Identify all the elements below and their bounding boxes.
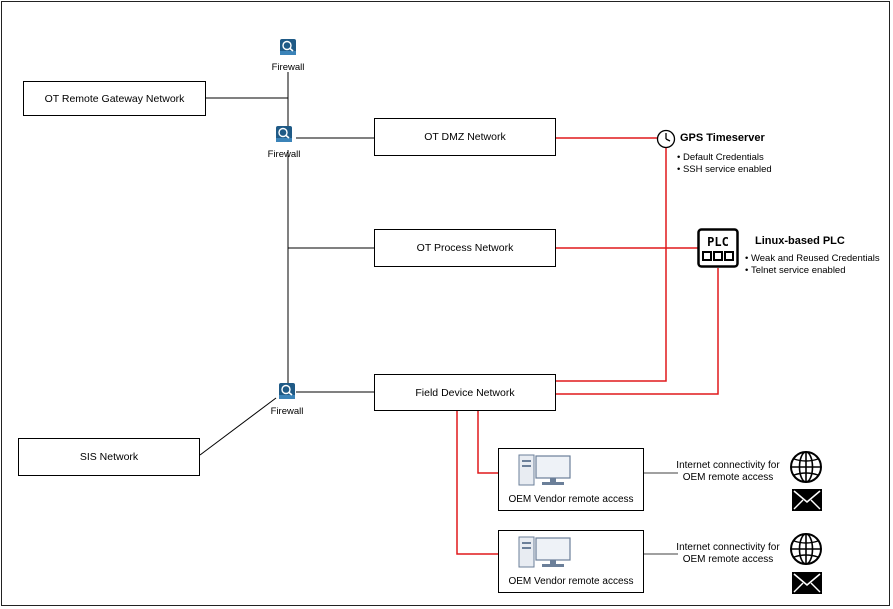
firewall-label: Firewall — [271, 62, 305, 73]
internet-note-line: OEM remote access — [682, 554, 774, 565]
workstation-icon — [518, 536, 571, 568]
network-label: OT DMZ Network — [424, 131, 506, 143]
network-label: OT Process Network — [416, 242, 514, 254]
firewall-icon — [280, 39, 296, 55]
clock-icon[interactable] — [656, 129, 676, 149]
internet-connectivity-note-1: Internet connectivity for OEM remote acc… — [663, 460, 793, 484]
plc-icon[interactable]: PLC — [697, 228, 739, 268]
gps-vulnerabilities: Default Credentials SSH service enabled — [677, 152, 772, 176]
link-sis-firewall — [199, 397, 277, 456]
network-label: OT Remote Gateway Network — [44, 92, 185, 105]
plc-title: Linux-based PLC — [755, 235, 845, 247]
sis-network[interactable]: SIS Network — [18, 438, 200, 476]
field-device-network[interactable]: Field Device Network — [374, 374, 556, 411]
internet-note-line: Internet connectivity for — [676, 542, 780, 553]
plc-bullet: Telnet service enabled — [745, 265, 880, 277]
ot-process-network[interactable]: OT Process Network — [374, 229, 556, 267]
globe-icon[interactable] — [789, 450, 823, 484]
link-field-vendor2 — [456, 410, 518, 555]
plc-bullet: Weak and Reused Credentials — [745, 253, 880, 265]
ot-remote-gateway-network[interactable]: OT Remote Gateway Network — [23, 81, 206, 116]
firewall-label: Firewall — [270, 406, 304, 417]
link-field-plc — [555, 268, 719, 395]
network-label: SIS Network — [79, 451, 139, 463]
link-field-gps — [555, 147, 667, 382]
firewall-bottom[interactable]: Firewall — [267, 382, 307, 417]
globe-icon[interactable] — [789, 532, 823, 566]
firewall-top[interactable]: Firewall — [268, 38, 308, 73]
mail-icon[interactable] — [792, 489, 822, 511]
internet-note-line: OEM remote access — [682, 472, 774, 483]
vendor-label: OEM Vendor remote access — [508, 576, 634, 587]
vendor-label: OEM Vendor remote access — [508, 494, 634, 505]
firewall-label: Firewall — [267, 149, 301, 160]
firewall-icon — [279, 383, 295, 399]
gps-timeserver-title: GPS Timeserver — [680, 132, 765, 144]
network-label: Field Device Network — [415, 386, 515, 399]
mail-icon[interactable] — [792, 572, 822, 594]
firewall-middle[interactable]: Firewall — [264, 125, 304, 160]
internet-note-line: Internet connectivity for — [676, 460, 780, 471]
plc-icon-text: PLC — [707, 235, 729, 249]
firewall-icon — [276, 126, 292, 142]
gps-bullet: SSH service enabled — [677, 164, 772, 176]
internet-connectivity-note-2: Internet connectivity for OEM remote acc… — [663, 542, 793, 566]
gps-bullet: Default Credentials — [677, 152, 772, 164]
workstation-icon — [518, 454, 571, 486]
plc-vulnerabilities: Weak and Reused Credentials Telnet servi… — [745, 253, 880, 277]
ot-dmz-network[interactable]: OT DMZ Network — [374, 118, 556, 156]
